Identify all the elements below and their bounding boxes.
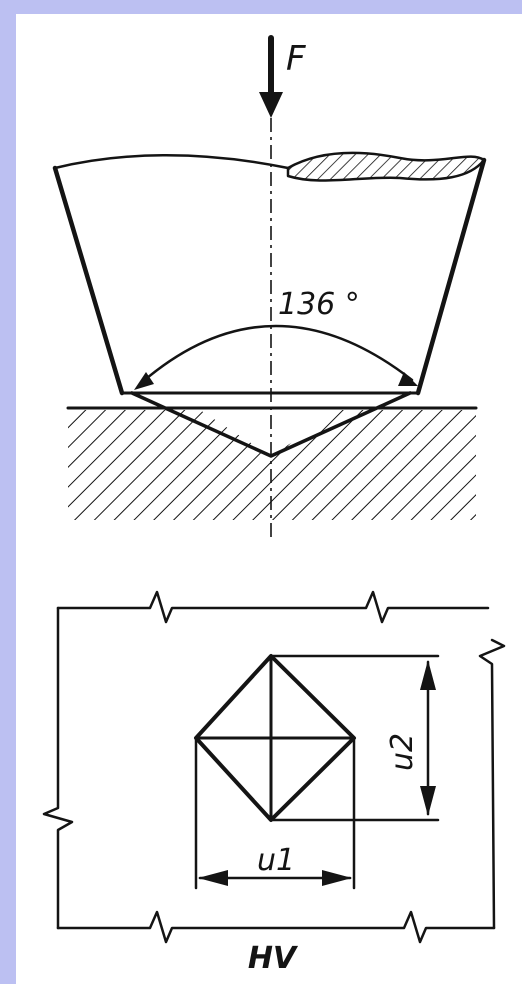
break-line-frame — [42, 590, 506, 944]
angle-arc — [138, 324, 414, 386]
indenter-right-side — [415, 157, 487, 396]
dimension-u1 — [194, 736, 356, 890]
dimension-u2 — [269, 654, 440, 822]
u1-label: u1 — [257, 843, 295, 878]
indenter-section: F 136 ° — [52, 35, 487, 540]
force-label: F — [286, 39, 306, 79]
indenter-left-side — [52, 165, 125, 396]
hv-label: HV — [248, 941, 299, 976]
force-arrow — [259, 35, 283, 118]
angle-label: 136 ° — [278, 287, 360, 322]
angle-arrow-right — [398, 372, 418, 386]
specimen-hatching — [68, 410, 476, 520]
u2-label: u2 — [385, 733, 420, 771]
angle-arrow-left — [134, 372, 154, 390]
plan-view-section: u2 u1 HV — [42, 590, 506, 976]
indenter-top-edge — [53, 154, 290, 170]
